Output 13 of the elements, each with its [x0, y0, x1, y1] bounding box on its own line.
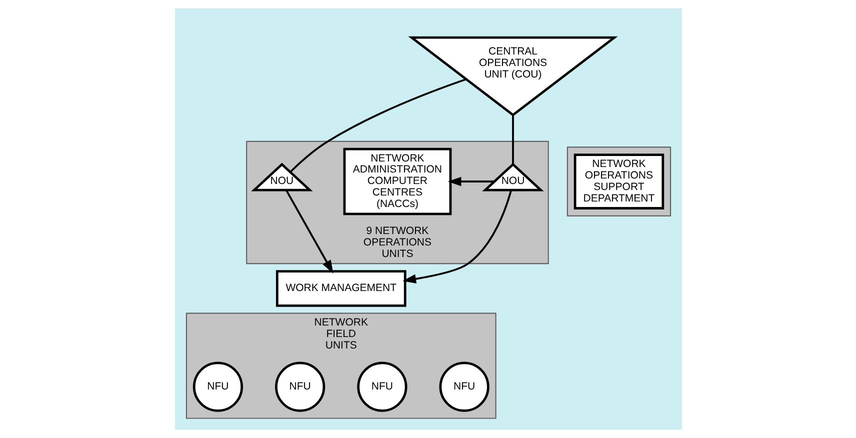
node-circle: NFU [438, 362, 489, 412]
connector [512, 114, 514, 164]
node-circle: NFU [274, 362, 325, 412]
arrow [285, 190, 333, 274]
arrow [447, 176, 494, 186]
node-box: NETWORK OPERATIONS SUPPORT DEPARTMENT [573, 154, 664, 210]
node-circle: NFU [356, 362, 407, 412]
cluster [566, 146, 671, 216]
connector [289, 78, 466, 173]
arrow [402, 190, 512, 284]
node-circle: NFU [192, 362, 243, 412]
node-box: WORK MANAGEMENT [275, 270, 406, 307]
node-box: NETWORK ADMINISTRATION COMPUTER CENTRES (NACCs) [342, 148, 452, 216]
